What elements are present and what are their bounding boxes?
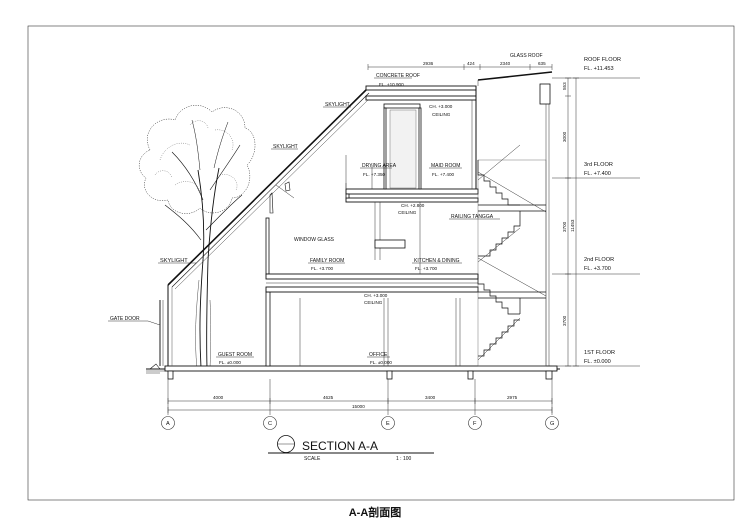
grid-c: C [268, 421, 272, 427]
ceiling-low-level: CH. +3.000 [364, 293, 388, 298]
title-block: SECTION A-A SCALE 1 : 100 [268, 435, 434, 462]
dim-top-2340: 2340 [500, 61, 511, 66]
dim-b-15000: 15000 [352, 404, 365, 409]
dim-b-3400: 3400 [425, 395, 436, 400]
guest-room-level: FL. ±0.000 [219, 360, 241, 365]
maid-room-label: MAID ROOM [431, 163, 460, 169]
scale-label: SCALE [304, 456, 321, 462]
ceiling-top-label: CEILING [432, 112, 451, 117]
dim-v-3700b: 3700 [562, 315, 567, 326]
concrete-roof-label: CONCRETE ROOF [376, 73, 420, 79]
tree-illustration [139, 105, 256, 369]
glass-roof-label: GLASS ROOF [510, 53, 543, 59]
guest-room-label: GUEST ROOM [218, 352, 252, 358]
dim-v-3000: 3000 [562, 131, 567, 142]
level-markers: ROOF FLOOR FL. +11.453 3rd FLOOR FL. +7.… [552, 57, 640, 367]
window-glass-label: WINDOW GLASS [294, 237, 335, 243]
grid-e: E [386, 421, 390, 427]
skylight-upper-label: SKYLIGHT [325, 102, 350, 108]
drawing-caption: A-A剖面图 [348, 507, 402, 519]
scale-value: 1 : 100 [396, 456, 412, 462]
family-room-level: FL. +3.700 [311, 266, 334, 271]
dim-v-3700a: 3700 [562, 221, 567, 232]
dim-top-635: 635 [538, 61, 546, 66]
grid-g: G [550, 421, 554, 427]
room-labels: GLASS ROOF CONCRETE ROOF FL. +10.900 SKY… [108, 53, 543, 365]
kitchen-label: KITCHEN & DINING [414, 258, 460, 264]
third-floor-level: FL. +7.400 [584, 171, 611, 177]
first-floor-level: FL. ±0.000 [584, 359, 611, 365]
gate-door-label: GATE DOOR [110, 316, 140, 322]
family-room-label: FAMILY ROOM [310, 258, 344, 264]
dim-b-2975: 2975 [507, 395, 518, 400]
sheet-frame [27, 25, 735, 501]
dim-top-2936: 2936 [423, 61, 434, 66]
dim-top-424: 424 [467, 61, 475, 66]
dim-v-553: 553 [562, 82, 567, 90]
skylight-mid-label: SKYLIGHT [273, 144, 298, 150]
second-floor-label: 2nd FLOOR [584, 257, 614, 263]
ceiling-top-level: CH. +3.000 [429, 104, 453, 109]
third-floor-label: 3rd FLOOR [584, 162, 613, 168]
railing-label: RAILING TANGGA [451, 214, 494, 220]
section-title: SECTION A-A [302, 439, 378, 453]
drying-area-level: FL. +7.350 [363, 172, 386, 177]
roof-floor-level: FL. +11.453 [584, 66, 614, 72]
ceiling-low-label: CEILING [364, 300, 383, 305]
grid-a: A [166, 421, 170, 427]
second-floor-level: FL. +3.700 [584, 266, 611, 272]
dimension-lines: 2936 424 2340 635 553 3000 3700 3700 114… [167, 61, 579, 415]
building-section [146, 71, 560, 380]
grid-f: F [473, 421, 477, 427]
drying-area-label: DRYING AREA [362, 163, 397, 169]
concrete-roof-level: FL. +10.900 [379, 82, 404, 87]
office-level: FL. ±0.000 [370, 360, 392, 365]
ceiling-mid-label: CEILING [398, 210, 417, 215]
kitchen-level: FL. +3.700 [415, 266, 438, 271]
skylight-low-label: SKYLIGHT [160, 258, 188, 264]
roof-floor-label: ROOF FLOOR [584, 57, 621, 63]
grid-axis-bubbles: A C E F G [161, 416, 559, 430]
dim-v-11453: 11453 [570, 219, 575, 232]
office-label: OFFICE [369, 352, 388, 358]
ceiling-mid-level: CH. +2.800 [401, 203, 425, 208]
dim-b-4000: 4000 [213, 395, 224, 400]
maid-room-level: FL. +7.400 [432, 172, 455, 177]
first-floor-label: 1ST FLOOR [584, 350, 615, 356]
dim-b-4625: 4625 [323, 395, 334, 400]
